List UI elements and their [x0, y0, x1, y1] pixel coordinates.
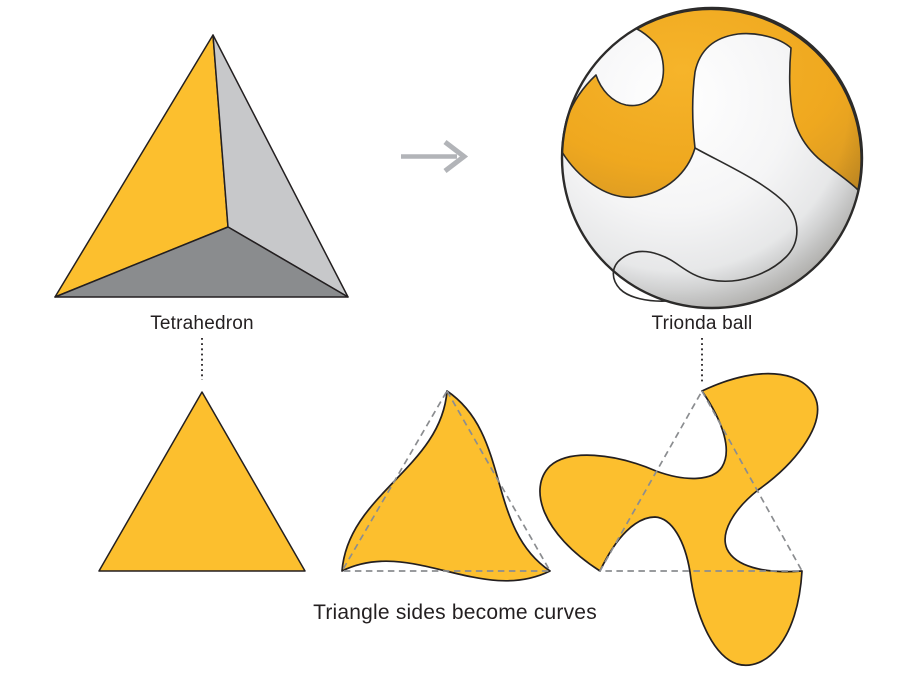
caption-triangle-sides: Triangle sides become curves: [313, 601, 597, 624]
extreme-wavy-dashed-guide: [598, 389, 804, 572]
trionda-ball-figure: [560, 6, 864, 310]
arrow-head: [443, 140, 469, 173]
tetrahedron-figure: [54, 34, 349, 298]
label-tetrahedron: Tetrahedron: [150, 313, 254, 334]
arrow-icon: [401, 140, 469, 173]
tetrahedron-bottom-face: [54, 226, 349, 298]
wavy-triangle-dashed-guide: [340, 389, 552, 572]
extreme-wavy-figure: [539, 372, 819, 666]
extreme-wavy-shape: [539, 372, 819, 666]
wavy-triangle-figure: [340, 389, 552, 582]
ball-rim-shading: [562, 8, 862, 308]
plain-triangle-figure: [98, 391, 306, 572]
wavy-triangle-shape: [341, 390, 551, 582]
label-trionda-ball: Trionda ball: [652, 313, 753, 334]
ball-outline: [560, 6, 864, 310]
